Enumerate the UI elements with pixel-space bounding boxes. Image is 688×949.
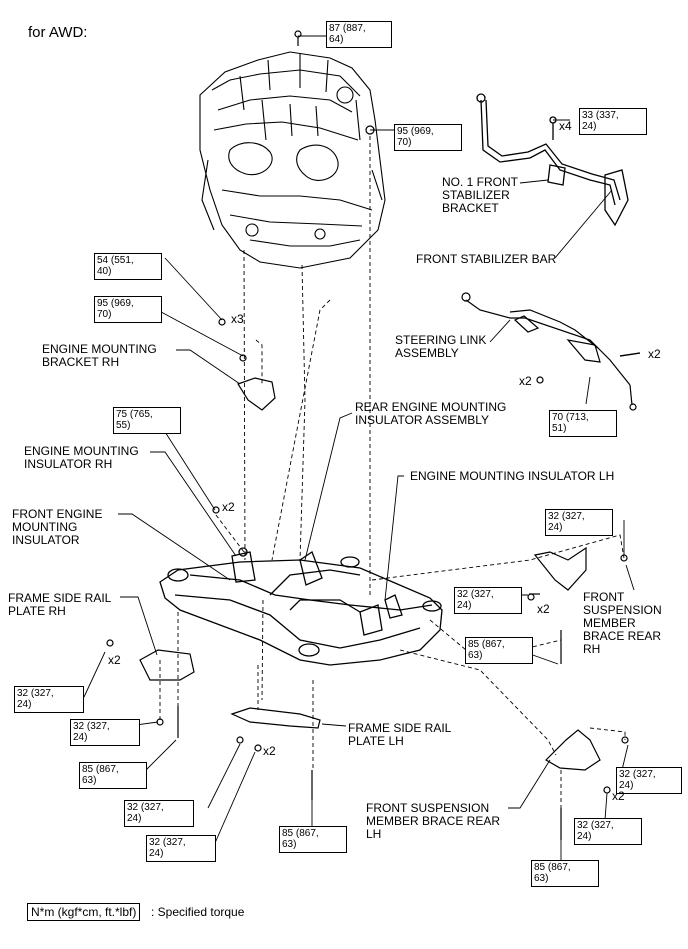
torque-spec: 32 (327,24) <box>124 800 194 827</box>
brace-rear-lh-illustration <box>545 729 629 840</box>
frame-side-rail-plate-rh-illustration <box>106 639 195 738</box>
quantity-x2: x2 <box>108 653 121 667</box>
torque-spec: 85 (867,63) <box>279 826 347 853</box>
fasteners <box>212 30 641 595</box>
engine-illustration <box>199 51 386 269</box>
page-title: for AWD: <box>28 24 88 41</box>
engine-mounting-bracket-rh-illustration <box>218 318 276 411</box>
torque-spec: 85 (867,63) <box>531 860 599 887</box>
torque-spec: 33 (337,24) <box>579 108 647 135</box>
torque-spec: 70 (713,51) <box>549 410 617 437</box>
front-suspension-crossmember-illustration <box>159 547 443 666</box>
quantity-x2: x2 <box>612 789 625 803</box>
alignment-lines <box>159 136 626 808</box>
front-stabilizer-bar-label: FRONT STABILIZER BAR <box>416 252 557 266</box>
quantity-x2: x2 <box>537 602 550 616</box>
front-stabilizer-bar-illustration <box>476 93 629 227</box>
torque-spec: 32 (327,24) <box>616 767 682 794</box>
torque-spec: 95 (969,70) <box>394 124 462 151</box>
torque-unit-legend-box: N*m (kgf*cm, ft.*lbf) <box>27 903 141 921</box>
torque-spec: 32 (327,24) <box>454 587 522 614</box>
torque-legend-text: : Specified torque <box>151 905 245 919</box>
engine-mounting-insulator-lh-label: ENGINE MOUNTING INSULATOR LH <box>410 469 615 483</box>
torque-spec: 87 (887,64) <box>326 21 392 48</box>
leader-lines <box>83 35 635 860</box>
steering-link-illustration <box>461 292 641 411</box>
torque-spec: 32 (327,24) <box>574 818 642 845</box>
quantity-x2: x2 <box>263 744 276 758</box>
torque-spec: 85 (867,63) <box>465 637 533 664</box>
quantity-x2: x2 <box>222 500 235 514</box>
quantity-x3: x3 <box>231 312 244 326</box>
torque-spec: 95 (969,70) <box>94 296 162 323</box>
quantity-x2: x2 <box>648 347 661 361</box>
torque-spec: 85 (867,63) <box>79 762 147 789</box>
torque-spec: 32 (327,24) <box>146 835 216 862</box>
torque-spec: 75 (765,55) <box>113 407 181 434</box>
torque-spec: 32 (327,24) <box>545 509 613 536</box>
torque-spec: 54 (551,40) <box>94 253 162 280</box>
quantity-x4: x4 <box>559 119 572 133</box>
torque-spec: 32 (327,24) <box>70 719 140 746</box>
torque-spec: 32 (327,24) <box>14 686 84 713</box>
frame-side-rail-plate-lh-illustration <box>230 707 321 800</box>
quantity-x2: x2 <box>519 374 532 388</box>
